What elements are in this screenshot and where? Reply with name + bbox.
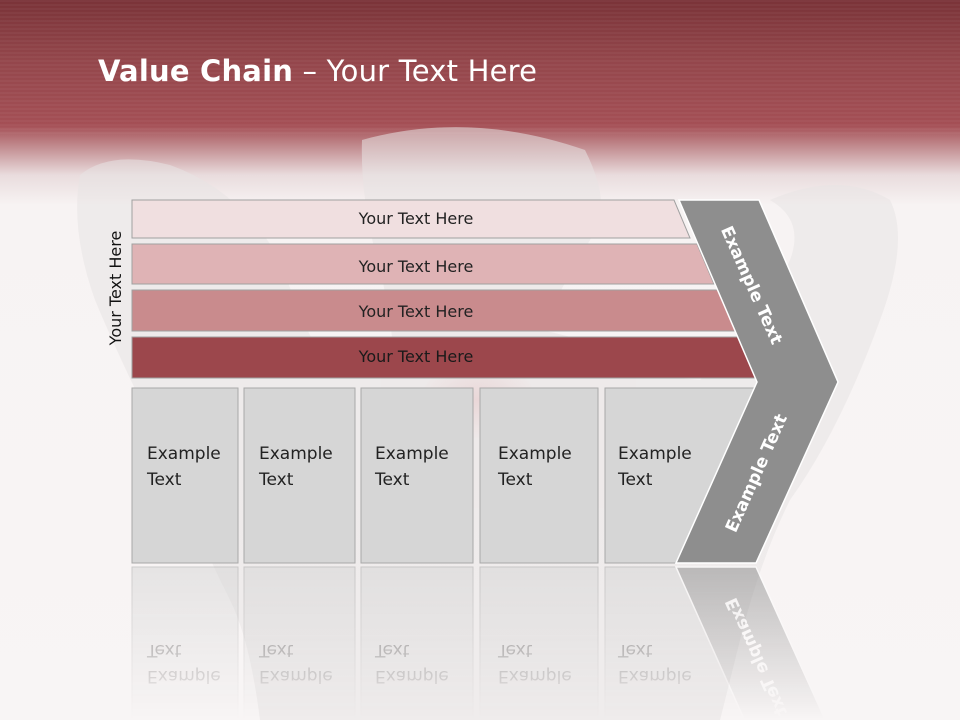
reflection-box-5-line1: Example — [618, 666, 692, 686]
support-row-2[interactable] — [131, 243, 715, 285]
support-row-2-label: Your Text Here — [358, 257, 474, 276]
slide-title-bold: Value Chain — [98, 54, 294, 88]
primary-box-1[interactable] — [131, 387, 239, 564]
primary-box-5-line2: Text — [617, 470, 653, 490]
slide-title: Value Chain – Your Text Here — [98, 54, 537, 88]
primary-box-3-line2: Text — [374, 470, 410, 490]
primary-box-2-line2: Text — [258, 470, 294, 490]
side-label: Your Text Here — [106, 231, 125, 347]
support-row-1[interactable] — [131, 199, 691, 239]
reflection-box-2-line2: Text — [258, 640, 294, 660]
primary-box-1-line1: Example — [147, 444, 221, 464]
support-row-3-label: Your Text Here — [358, 302, 474, 321]
primary-box-4-line1: Example — [498, 444, 572, 464]
support-row-4-label: Your Text Here — [358, 347, 474, 366]
reflection-box-3-line2: Text — [374, 640, 410, 660]
reflection-box-2-line1: Example — [259, 666, 333, 686]
slide-title-rest: – Your Text Here — [293, 54, 538, 88]
reflection-box-4-line2: Text — [497, 640, 533, 660]
primary-box-5-line1: Example — [618, 444, 692, 464]
reflection-box-5-line2: Text — [617, 640, 653, 660]
primary-activities: Example Text Example Text Example Text E… — [131, 387, 761, 564]
reflection-box-1-line2: Text — [146, 640, 182, 660]
reflection-box-1-line1: Example — [147, 666, 221, 686]
reflection-box-4-line1: Example — [498, 666, 572, 686]
primary-box-2[interactable] — [243, 387, 356, 564]
primary-box-1-line2: Text — [146, 470, 182, 490]
diagram-reflection: Example Text Example Text Example Text E… — [131, 566, 827, 720]
primary-box-4[interactable] — [479, 387, 599, 564]
reflection-box-3-line1: Example — [375, 666, 449, 686]
primary-box-4-line2: Text — [497, 470, 533, 490]
primary-box-3-line1: Example — [375, 444, 449, 464]
primary-box-2-line1: Example — [259, 444, 333, 464]
header-band — [0, 0, 960, 135]
chevron-arrow[interactable] — [674, 199, 839, 564]
support-activities: Your Text Here Your Text Here Your Text … — [131, 199, 764, 379]
primary-box-3[interactable] — [360, 387, 474, 564]
support-row-1-label: Your Text Here — [358, 209, 474, 228]
